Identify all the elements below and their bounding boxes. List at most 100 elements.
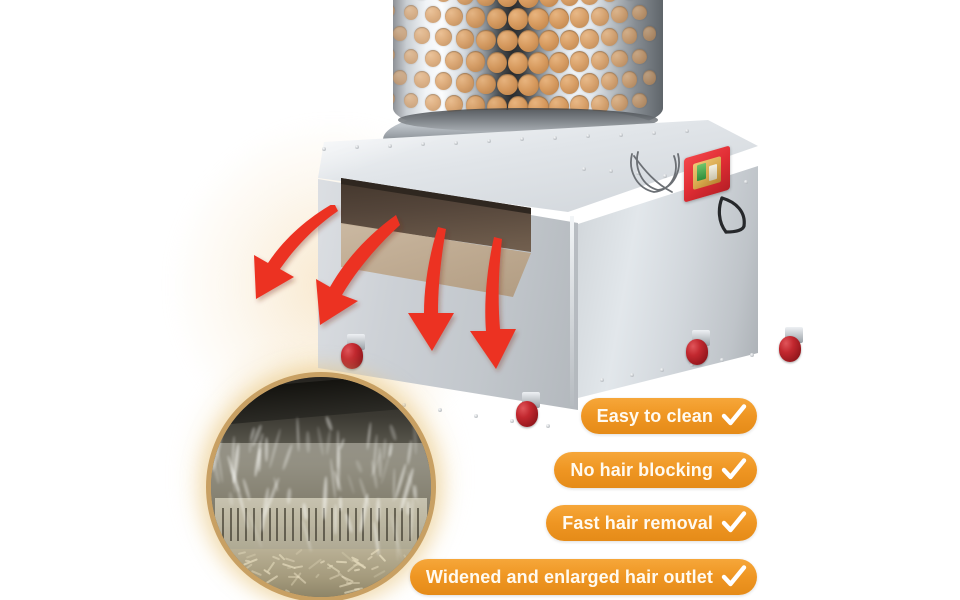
caster-front-left bbox=[341, 334, 367, 369]
rubber-finger bbox=[580, 0, 599, 5]
rivet bbox=[630, 373, 634, 377]
rubber-finger bbox=[424, 93, 441, 111]
rivet bbox=[750, 353, 754, 357]
rivet bbox=[600, 378, 604, 382]
rivet bbox=[582, 167, 586, 171]
rubber-finger bbox=[549, 7, 570, 29]
rivet bbox=[438, 408, 442, 413]
rubber-finger bbox=[507, 51, 529, 74]
rubber-finger bbox=[621, 71, 638, 88]
check-icon bbox=[721, 565, 747, 587]
cabinet-corner-edge bbox=[570, 216, 574, 406]
feather bbox=[406, 501, 410, 516]
rubber-finger bbox=[445, 50, 464, 70]
power-switch-green[interactable] bbox=[697, 162, 706, 182]
rivet bbox=[636, 171, 640, 176]
check-icon bbox=[721, 511, 747, 533]
crate-slat bbox=[378, 508, 380, 542]
rubber-finger bbox=[434, 28, 453, 47]
rivet bbox=[690, 363, 694, 367]
crate-slat bbox=[307, 508, 310, 542]
rubber-finger bbox=[476, 29, 497, 51]
rubber-finger bbox=[466, 7, 486, 28]
rubber-finger bbox=[497, 73, 518, 96]
crate-slat bbox=[245, 508, 248, 542]
feather-discharge-inset-photo bbox=[206, 372, 436, 600]
rubber-finger bbox=[518, 74, 539, 96]
rubber-finger bbox=[611, 49, 628, 67]
rubber-finger bbox=[497, 0, 518, 8]
rubber-finger bbox=[538, 0, 560, 8]
rivet bbox=[553, 135, 557, 140]
feather bbox=[412, 484, 417, 499]
caster-front-right bbox=[516, 392, 542, 427]
rivet bbox=[652, 131, 656, 135]
crate-slat bbox=[338, 508, 341, 542]
rubber-finger bbox=[414, 27, 430, 44]
rubber-finger bbox=[486, 51, 508, 73]
rivet bbox=[421, 142, 425, 147]
rubber-finger bbox=[569, 7, 590, 28]
crate-slat bbox=[393, 508, 396, 542]
rubber-finger bbox=[590, 6, 609, 26]
rubber-finger bbox=[518, 0, 539, 8]
crate-slat bbox=[252, 508, 255, 542]
flow-arrow-1 bbox=[254, 205, 338, 299]
rubber-finger bbox=[601, 0, 619, 3]
flow-arrow-3 bbox=[408, 227, 454, 351]
rubber-finger bbox=[580, 72, 599, 93]
feature-pill-4[interactable]: Widened and enlarged hair outlet bbox=[409, 559, 757, 595]
floor-litter bbox=[288, 575, 301, 578]
rubber-finger bbox=[518, 30, 539, 52]
rubber-finger bbox=[642, 70, 657, 85]
rubber-finger bbox=[486, 7, 508, 29]
rubber-finger bbox=[393, 70, 407, 85]
rubber-finger bbox=[393, 4, 396, 18]
side-handle[interactable] bbox=[716, 196, 750, 236]
rubber-finger bbox=[445, 6, 464, 26]
rivet bbox=[454, 140, 458, 145]
rubber-finger-group bbox=[393, 0, 663, 136]
feature-pill-2[interactable]: No hair blocking bbox=[554, 452, 757, 488]
rubber-finger bbox=[414, 71, 430, 88]
hair-flow-arrows bbox=[254, 205, 516, 369]
rubber-finger bbox=[549, 51, 570, 73]
rubber-finger bbox=[632, 92, 647, 109]
caster-wheel bbox=[686, 339, 708, 365]
inset-floor-litter bbox=[211, 548, 431, 597]
crate-slat bbox=[417, 508, 420, 542]
power-switch-white[interactable] bbox=[709, 163, 717, 182]
rubber-finger bbox=[476, 73, 497, 95]
rivet bbox=[619, 132, 623, 137]
rivet bbox=[720, 358, 724, 362]
rivet bbox=[546, 424, 550, 429]
crate-slat bbox=[346, 508, 349, 542]
caster-rear-left bbox=[779, 327, 805, 362]
rubber-finger bbox=[538, 73, 560, 96]
feature-label: Widened and enlarged hair outlet bbox=[425, 566, 713, 587]
rubber-finger bbox=[393, 48, 396, 62]
crate-slat bbox=[401, 508, 404, 542]
rubber-finger bbox=[455, 72, 475, 93]
crate-slat bbox=[260, 508, 263, 542]
rubber-finger bbox=[466, 51, 486, 72]
crate-slat bbox=[409, 508, 412, 542]
rubber-finger bbox=[538, 29, 560, 52]
feature-pill-3[interactable]: Fast hair removal bbox=[546, 505, 757, 541]
floor-litter bbox=[245, 559, 251, 562]
crate-slat bbox=[370, 508, 373, 542]
crate-slat bbox=[385, 508, 388, 542]
caster-wheel bbox=[779, 336, 801, 362]
rivet bbox=[487, 139, 491, 143]
crate-slat bbox=[237, 508, 240, 542]
feature-label: Fast hair removal bbox=[562, 512, 713, 533]
rivet bbox=[685, 129, 689, 134]
rubber-finger bbox=[393, 26, 407, 41]
feature-pill-1[interactable]: Easy to clean bbox=[580, 398, 757, 434]
rubber-finger bbox=[559, 73, 580, 95]
rubber-finger bbox=[424, 5, 441, 23]
rubber-finger bbox=[601, 72, 619, 91]
check-icon bbox=[721, 458, 747, 480]
floor-litter bbox=[335, 560, 348, 564]
